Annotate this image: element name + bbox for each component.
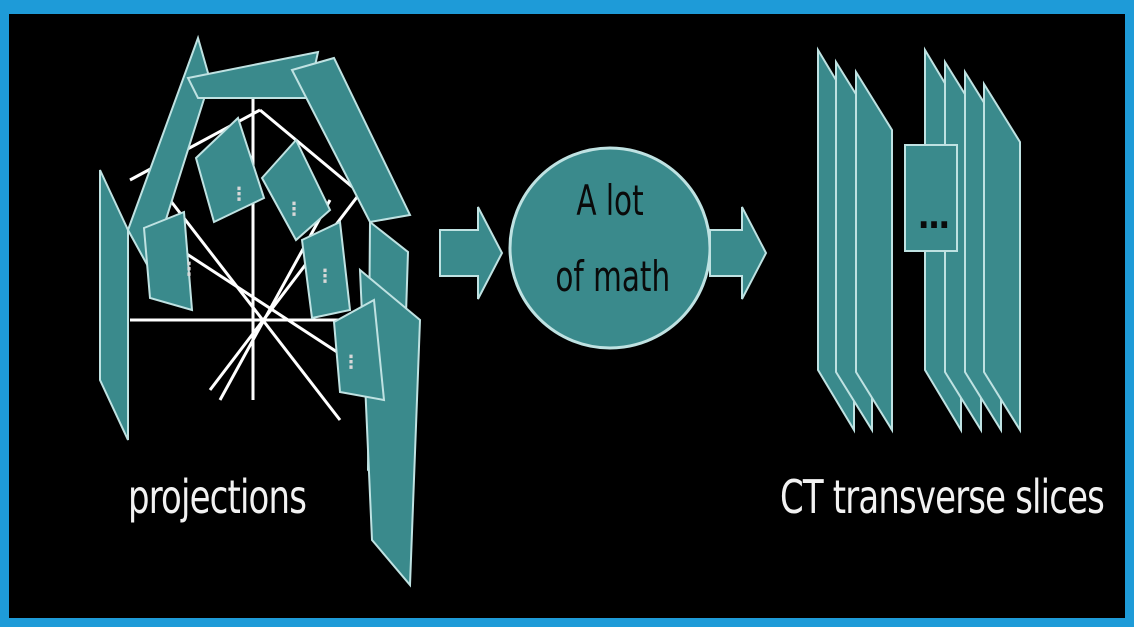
dots-3: ⋮ bbox=[285, 199, 303, 220]
dots-1: ⋮ bbox=[230, 184, 248, 205]
slice-7 bbox=[984, 84, 1020, 430]
circle-label-line1: A lot bbox=[563, 178, 657, 224]
projection-dots: ⋮ ⋮ ⋮ ⋮ ⋮ bbox=[180, 184, 360, 373]
detector-panel-3 bbox=[262, 140, 330, 240]
arrow-right bbox=[710, 207, 766, 299]
ct-slices-label: CT transverse slices bbox=[780, 470, 1104, 524]
arrow-right-icon bbox=[710, 207, 766, 299]
detector-panel-5 bbox=[334, 300, 384, 400]
ct-slices bbox=[818, 50, 1020, 430]
dots-4: ⋮ bbox=[316, 266, 334, 287]
slice-3 bbox=[856, 72, 892, 430]
arrow-right-icon bbox=[440, 207, 502, 299]
projection-panel-left bbox=[100, 170, 128, 440]
arrow-left bbox=[440, 207, 502, 299]
circle-label-line2: of math bbox=[555, 254, 664, 300]
dots-5: ⋮ bbox=[342, 352, 360, 373]
slice-ellipsis: ... bbox=[915, 196, 951, 237]
dots-2: ⋮ bbox=[180, 259, 198, 280]
projections-label: projections bbox=[128, 470, 306, 524]
